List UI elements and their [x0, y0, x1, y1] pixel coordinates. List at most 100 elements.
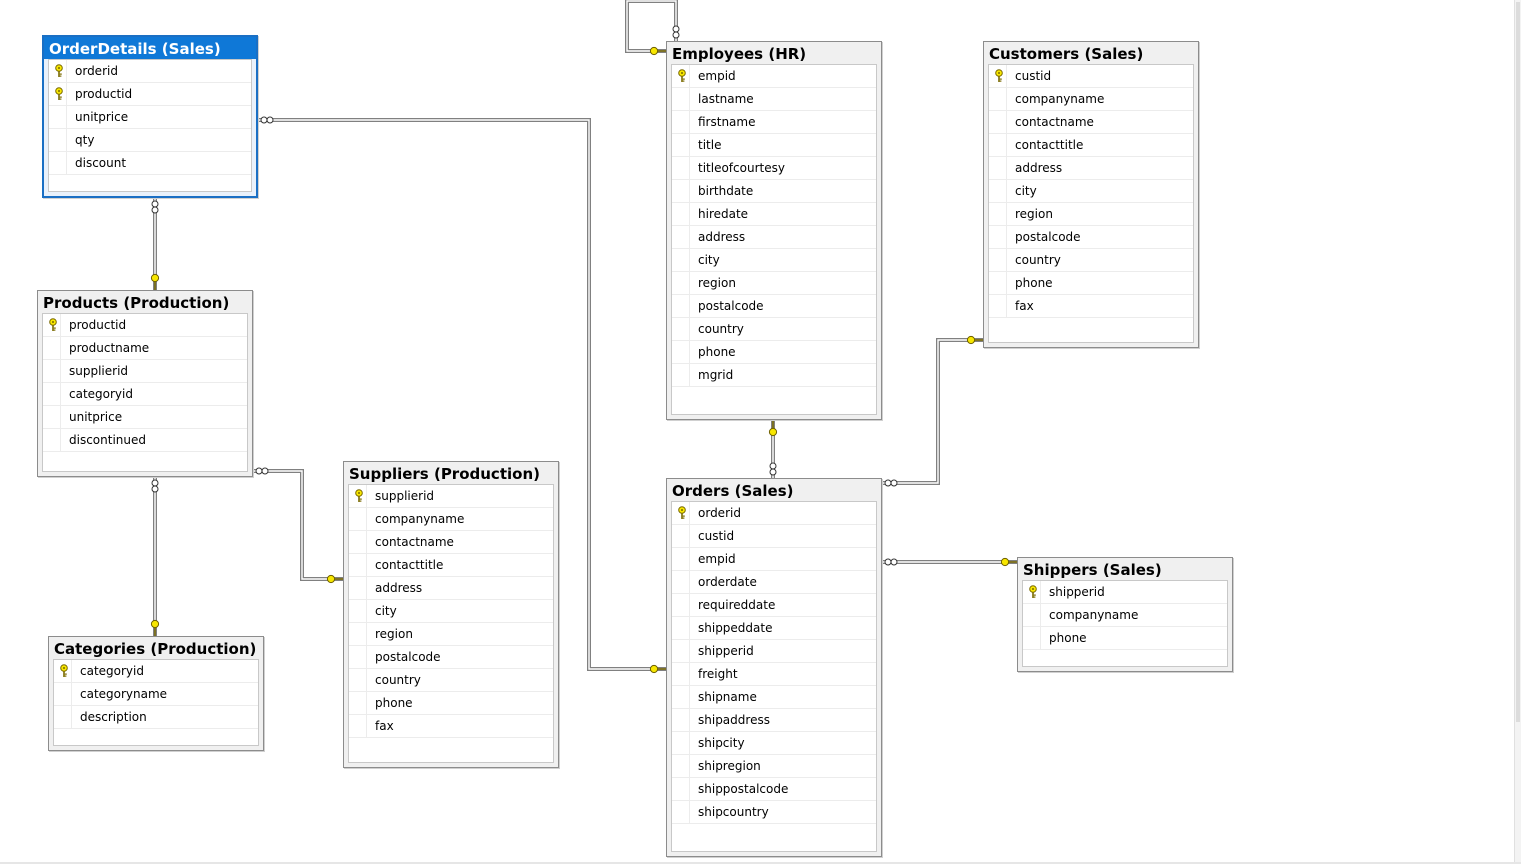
column-row-fax[interactable]: fax: [989, 295, 1193, 318]
row-selector[interactable]: [54, 683, 72, 705]
column-row-city[interactable]: city: [672, 249, 876, 272]
column-row-lastname[interactable]: lastname: [672, 88, 876, 111]
vertical-scrollbar[interactable]: [1514, 0, 1521, 864]
column-row-phone[interactable]: phone: [672, 341, 876, 364]
row-selector[interactable]: [349, 646, 367, 668]
table-title[interactable]: Customers (Sales): [989, 45, 1144, 63]
row-selector[interactable]: [989, 88, 1007, 110]
column-row-postalcode[interactable]: postalcode: [989, 226, 1193, 249]
row-selector[interactable]: [672, 640, 690, 662]
row-selector[interactable]: [989, 249, 1007, 271]
column-row-empid[interactable]: empid: [672, 65, 876, 88]
row-selector[interactable]: [672, 732, 690, 754]
column-row-address[interactable]: address: [349, 577, 553, 600]
row-selector[interactable]: [672, 157, 690, 179]
column-row-firstname[interactable]: firstname: [672, 111, 876, 134]
column-row-phone[interactable]: phone: [349, 692, 553, 715]
column-row-shipperid[interactable]: shipperid: [1023, 581, 1227, 604]
column-row-title[interactable]: title: [672, 134, 876, 157]
row-selector[interactable]: [989, 203, 1007, 225]
row-selector[interactable]: [672, 686, 690, 708]
row-selector[interactable]: [49, 106, 67, 128]
column-row-address[interactable]: address: [989, 157, 1193, 180]
scrollbar-thumb[interactable]: [1516, 2, 1520, 722]
table-title[interactable]: Suppliers (Production): [349, 465, 540, 483]
row-selector[interactable]: [43, 337, 61, 359]
column-row-orderdate[interactable]: orderdate: [672, 571, 876, 594]
column-row-shippeddate[interactable]: shippeddate: [672, 617, 876, 640]
row-selector[interactable]: [349, 623, 367, 645]
relationship-products-suppliers[interactable]: [253, 467, 343, 584]
row-selector[interactable]: [672, 341, 690, 363]
row-selector[interactable]: [672, 525, 690, 547]
row-selector[interactable]: [349, 508, 367, 530]
relationship-products-categories[interactable]: [150, 477, 160, 636]
table-title[interactable]: Categories (Production): [54, 640, 257, 658]
relationship-orders-employees[interactable]: [768, 420, 778, 478]
row-selector[interactable]: [349, 692, 367, 714]
column-row-city[interactable]: city: [349, 600, 553, 623]
column-row-shipname[interactable]: shipname: [672, 686, 876, 709]
column-row-city[interactable]: city: [989, 180, 1193, 203]
row-selector[interactable]: [49, 129, 67, 151]
row-selector[interactable]: [43, 314, 61, 336]
column-row-categoryid[interactable]: categoryid: [54, 660, 258, 683]
column-row-phone[interactable]: phone: [1023, 627, 1227, 650]
column-row-country[interactable]: country: [672, 318, 876, 341]
row-selector[interactable]: [989, 272, 1007, 294]
row-selector[interactable]: [49, 83, 67, 105]
row-selector[interactable]: [989, 111, 1007, 133]
relationship-orderdetails-products[interactable]: [150, 198, 160, 290]
row-selector[interactable]: [672, 318, 690, 340]
column-row-shipcountry[interactable]: shipcountry: [672, 801, 876, 824]
relationship-orders-customers[interactable]: [882, 335, 983, 487]
row-selector[interactable]: [672, 778, 690, 800]
table-title[interactable]: Orders (Sales): [672, 482, 794, 500]
row-selector[interactable]: [672, 249, 690, 271]
row-selector[interactable]: [349, 577, 367, 599]
column-row-requireddate[interactable]: requireddate: [672, 594, 876, 617]
row-selector[interactable]: [672, 571, 690, 593]
relationship-orderdetails-orders[interactable]: [258, 116, 666, 674]
column-row-shipcity[interactable]: shipcity: [672, 732, 876, 755]
column-row-productid[interactable]: productid: [49, 83, 251, 106]
row-selector[interactable]: [672, 663, 690, 685]
column-row-country[interactable]: country: [989, 249, 1193, 272]
column-row-shippostalcode[interactable]: shippostalcode: [672, 778, 876, 801]
row-selector[interactable]: [989, 226, 1007, 248]
column-row-empid[interactable]: empid: [672, 548, 876, 571]
column-row-region[interactable]: region: [672, 272, 876, 295]
row-selector[interactable]: [349, 669, 367, 691]
row-selector[interactable]: [672, 755, 690, 777]
row-selector[interactable]: [1023, 627, 1041, 649]
row-selector[interactable]: [54, 706, 72, 728]
row-selector[interactable]: [43, 360, 61, 382]
row-selector[interactable]: [349, 600, 367, 622]
column-row-birthdate[interactable]: birthdate: [672, 180, 876, 203]
column-row-shipaddress[interactable]: shipaddress: [672, 709, 876, 732]
row-selector[interactable]: [672, 548, 690, 570]
row-selector[interactable]: [43, 383, 61, 405]
column-row-unitprice[interactable]: unitprice: [49, 106, 251, 129]
row-selector[interactable]: [672, 594, 690, 616]
table-title[interactable]: Employees (HR): [672, 45, 807, 63]
column-row-custid[interactable]: custid: [672, 525, 876, 548]
table-title[interactable]: OrderDetails (Sales): [44, 37, 256, 59]
column-row-region[interactable]: region: [349, 623, 553, 646]
relationship-orders-shippers[interactable]: [882, 557, 1017, 567]
row-selector[interactable]: [349, 531, 367, 553]
row-selector[interactable]: [54, 660, 72, 682]
relationship-employees-self[interactable]: [625, 0, 680, 56]
row-selector[interactable]: [1023, 581, 1041, 603]
column-row-companyname[interactable]: companyname: [989, 88, 1193, 111]
column-row-unitprice[interactable]: unitprice: [43, 406, 247, 429]
row-selector[interactable]: [349, 554, 367, 576]
row-selector[interactable]: [989, 180, 1007, 202]
